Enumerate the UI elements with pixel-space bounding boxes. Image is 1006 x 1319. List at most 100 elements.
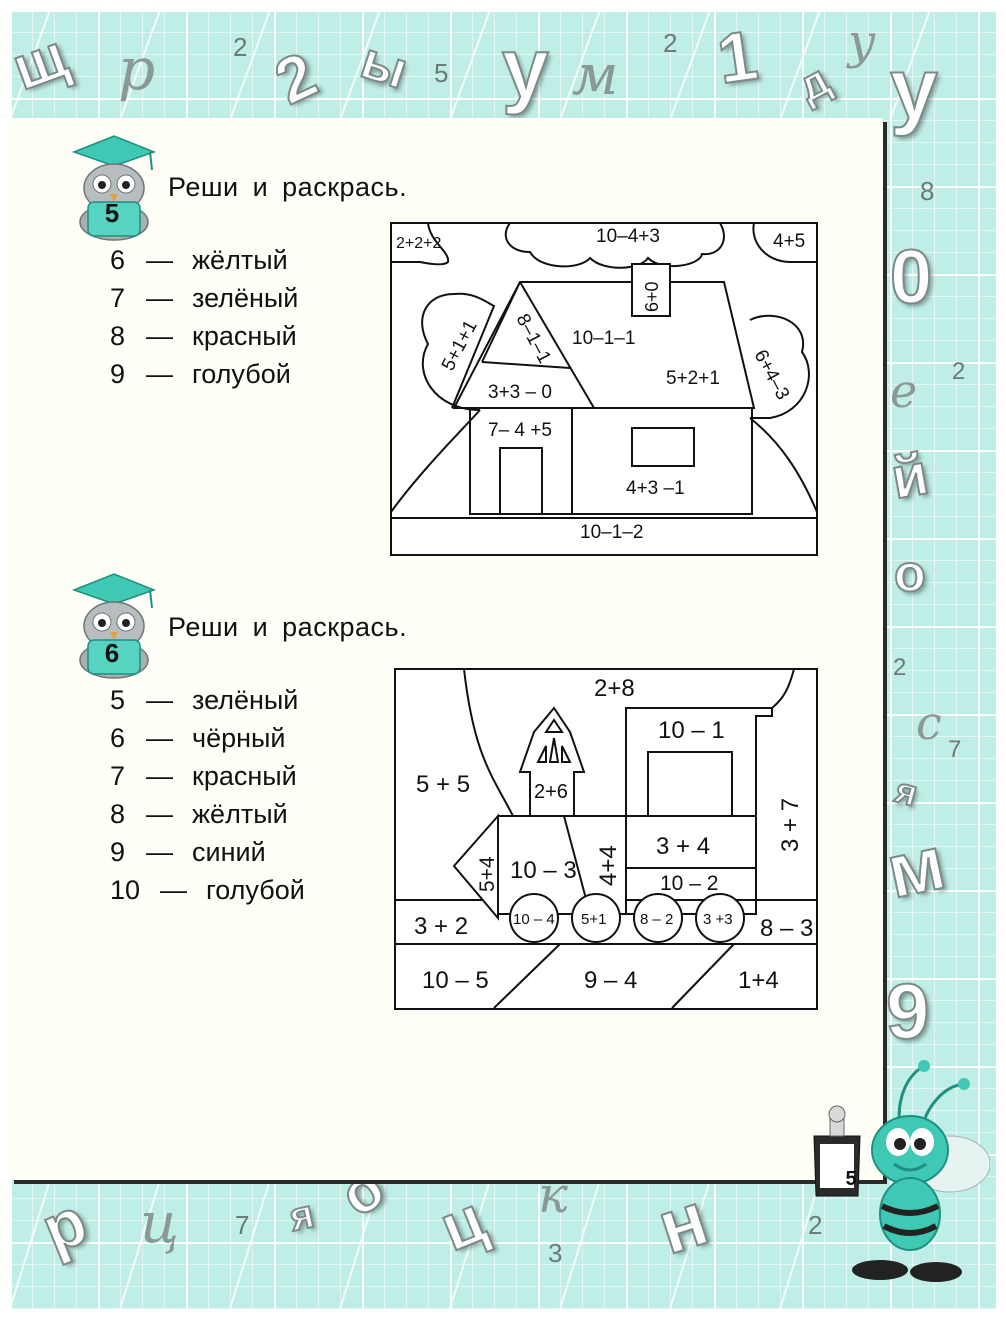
legend-color: чёрный xyxy=(192,723,286,753)
legend-number: 8 xyxy=(110,799,126,829)
wheel xyxy=(633,893,683,943)
page-border-slant-lines xyxy=(10,10,931,1309)
legend-number: 5 xyxy=(110,685,126,715)
border-letter: 2 xyxy=(808,1210,823,1240)
legend-dash: — xyxy=(160,875,187,905)
wheel xyxy=(695,893,745,943)
legend-color: зелёный xyxy=(192,685,299,715)
region-label: 5 + 5 xyxy=(416,771,470,798)
cloud-region xyxy=(504,222,725,269)
legend-color: синий xyxy=(192,837,266,867)
legend-color: жёлтый xyxy=(192,799,288,829)
owl-mascot-icon xyxy=(71,135,157,241)
region-label: 8 – 3 xyxy=(760,915,813,942)
task-title: Реши и раскрась. xyxy=(168,612,408,642)
gable-top xyxy=(481,361,571,369)
page-number: 5 xyxy=(845,1168,857,1190)
region-label: 5+2+1 xyxy=(666,368,720,389)
border-letter: 0 xyxy=(889,235,933,320)
border-letter: 5 xyxy=(434,58,449,88)
legend-row: 10—голубой xyxy=(110,875,305,913)
legend-row: 8 — красный xyxy=(110,321,298,359)
border-letter: о xyxy=(893,545,927,603)
region-label: 1+4 xyxy=(738,967,779,994)
region-label: 4+5 xyxy=(773,231,805,252)
legend-number: 10 xyxy=(110,875,141,905)
border-letter: у xyxy=(501,21,550,115)
legend-row: 8 — жёлтый xyxy=(110,799,305,837)
region-label: 3 + 7 xyxy=(777,798,804,852)
region-label: 10 – 1 xyxy=(658,717,725,744)
border-letter: 2 xyxy=(663,28,678,58)
legend-number: 6 xyxy=(110,245,126,275)
legend-number: 9 xyxy=(110,359,126,389)
legend-dash: — xyxy=(146,245,173,275)
picture-frame xyxy=(390,222,818,556)
region-label: 9 – 4 xyxy=(584,967,637,994)
corner-left-region xyxy=(391,222,450,266)
border-letter: р xyxy=(118,35,156,103)
region-label: 3+3 – 0 xyxy=(488,382,552,403)
region-label: 4+4 xyxy=(595,845,622,886)
border-letter: е xyxy=(890,364,918,418)
border-letter: 2 xyxy=(893,654,907,681)
region-label: 2+8 xyxy=(594,675,635,702)
legend-row: 7—красный xyxy=(110,761,305,799)
border-letter: 9 xyxy=(885,967,930,1055)
region-label: 3 + 4 xyxy=(656,833,710,860)
ground-divider-left xyxy=(493,943,561,1009)
legend-dash: — xyxy=(146,799,173,829)
legend-row: 6 — жёлтый xyxy=(110,245,298,283)
border-letter: ц xyxy=(140,1191,180,1256)
legend-row: 6—чёрный xyxy=(110,723,305,761)
owl-mascot-icon xyxy=(71,573,157,679)
roof-divider xyxy=(519,281,595,409)
legend-dash: — xyxy=(146,283,173,313)
legend-color: красный xyxy=(192,321,297,351)
window xyxy=(631,427,695,467)
region-label: 8 – 2 xyxy=(640,911,673,928)
smokestack-window xyxy=(548,737,560,763)
legend-dash: — xyxy=(146,321,173,351)
house-wall xyxy=(469,407,753,515)
border-letter: 7 xyxy=(948,736,962,763)
legend-number: 8 xyxy=(110,321,126,351)
border-letter: 2 xyxy=(233,32,248,62)
region-label: 10–1–1 xyxy=(572,328,635,349)
region-label: 10–1–2 xyxy=(580,522,643,543)
legend-dash: — xyxy=(146,761,173,791)
legend-color: жёлтый xyxy=(192,245,288,275)
smokestack-window xyxy=(544,718,564,733)
region-label: 10 – 4 xyxy=(513,911,555,928)
border-letter: с xyxy=(916,696,942,750)
region-label: 5+4 xyxy=(476,856,499,892)
border-letter: 3 xyxy=(548,1238,563,1268)
legend-dash: — xyxy=(146,685,173,715)
region-label: 10 – 5 xyxy=(422,967,489,994)
tree-left-region xyxy=(421,292,496,411)
task-title: Реши и раскрась. xyxy=(168,172,408,202)
wheel xyxy=(509,893,559,943)
region-label: 3 + 2 xyxy=(414,913,468,940)
train-coloring-picture: 2+8 5 + 5 10 – 1 2+6 3 + 7 5+4 10 – 3 4+… xyxy=(394,668,818,1010)
cowcatcher xyxy=(452,813,499,921)
legend-color: красный xyxy=(192,761,297,791)
border-letter: 7 xyxy=(235,1210,250,1240)
region-label: 2+6 xyxy=(534,781,568,803)
roof-left-divider xyxy=(481,281,521,363)
legend-row: 7—зелёный xyxy=(110,283,298,321)
legend-color: зелёный xyxy=(192,283,299,313)
legend-number: 9 xyxy=(110,837,126,867)
sky-curve-right xyxy=(771,668,795,709)
border-letter: м xyxy=(572,43,619,108)
region-label: 6+0 xyxy=(642,281,662,312)
legend-color: голубой xyxy=(192,359,291,389)
sky-curve-left xyxy=(463,668,515,819)
house-coloring-picture: 2+2+2 10–4+3 4+5 6+0 5+1+1 8–1–1 10–1–1 … xyxy=(390,222,818,556)
smokestack-window xyxy=(561,745,572,763)
region-label: 7– 4 +5 xyxy=(488,420,552,441)
region-label: 2+2+2 xyxy=(396,235,441,252)
legend-row: 9—голубой xyxy=(110,359,298,397)
legend-dash: — xyxy=(146,837,173,867)
region-label: 4+3 –1 xyxy=(626,478,685,499)
